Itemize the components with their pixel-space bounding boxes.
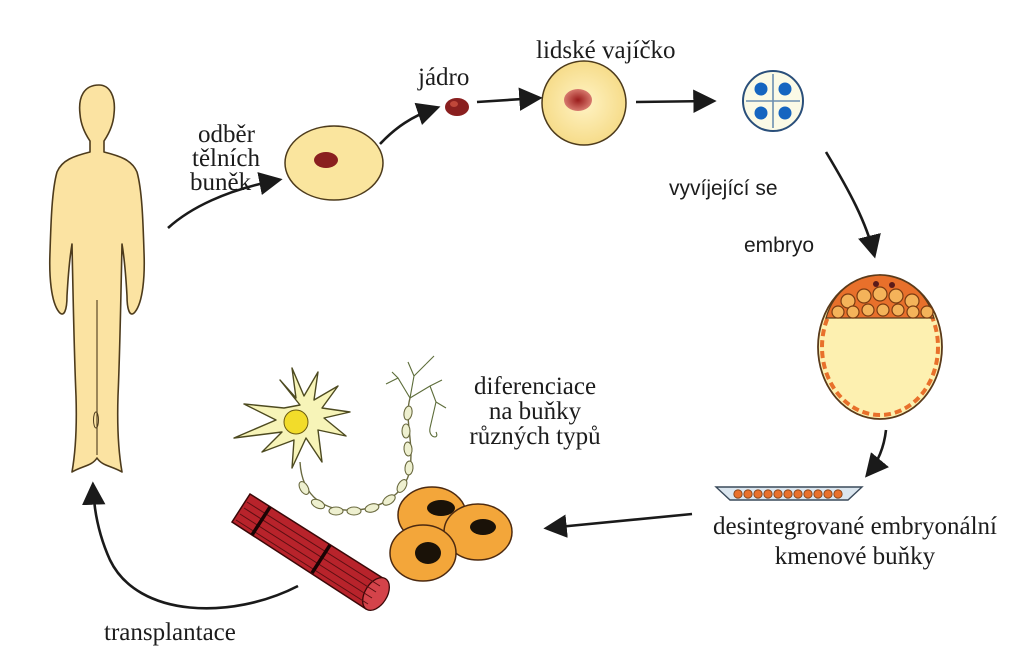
label-body-cells-line3: buněk — [190, 169, 251, 197]
label-differentiation-line1: diferenciace — [440, 373, 630, 401]
label-developing-line2: embryo — [744, 234, 814, 258]
arrow-embryo-to-blastocyst — [826, 152, 874, 254]
four-cell-embryo-icon — [743, 71, 803, 131]
label-stem-cells-line2: kmenové buňky — [690, 543, 1020, 571]
nucleus-icon — [445, 98, 469, 116]
label-differentiation-line2: na buňky — [440, 398, 630, 426]
stem-cell-dish-icon — [716, 487, 862, 500]
label-nucleus: jádro — [418, 64, 469, 92]
arrow-nucleus-to-egg — [477, 98, 538, 102]
label-developing-line1: vyvíjející se — [669, 177, 778, 201]
arrow-dish-to-cells — [548, 514, 692, 528]
arrow-egg-to-embryo — [636, 101, 712, 102]
label-transplantation: transplantace — [104, 619, 236, 647]
label-stem-cells-line1: desintegrované embryonální — [690, 513, 1020, 541]
red-blood-cells-icon — [390, 487, 512, 581]
human-figure-icon — [50, 85, 144, 472]
arrow-cell-to-nucleus — [380, 108, 436, 144]
somatic-cell-icon — [285, 126, 383, 200]
blastocyst-icon — [818, 275, 942, 419]
neuron-cell-icon — [234, 368, 350, 468]
label-differentiation-line3: různých typů — [440, 423, 630, 451]
egg-cell-icon — [542, 61, 626, 145]
label-human-egg: lidské vajíčko — [536, 37, 676, 65]
arrow-blastocyst-to-dish — [868, 430, 886, 474]
